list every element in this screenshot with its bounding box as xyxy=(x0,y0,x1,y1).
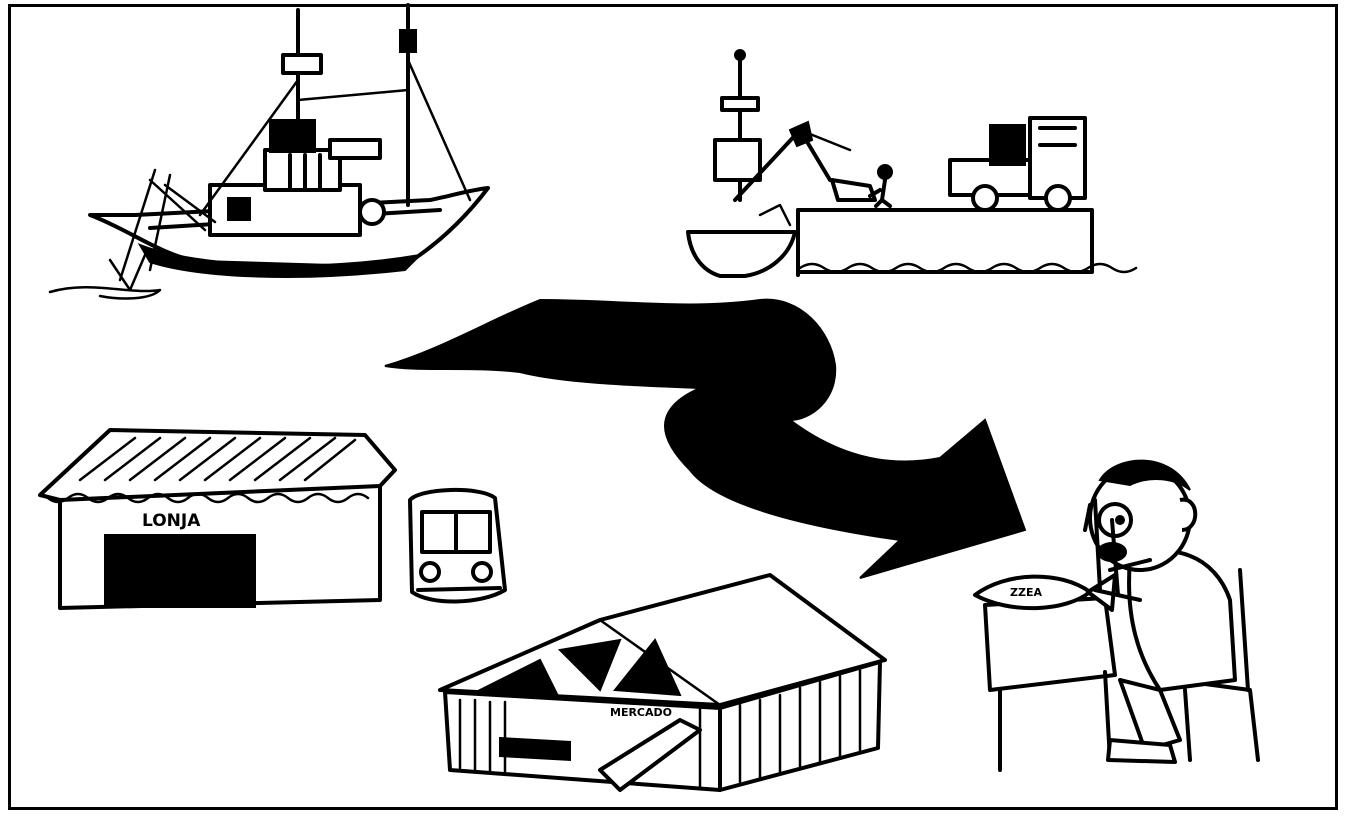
diner-eating-fish-icon: ZZEA xyxy=(973,459,1260,772)
unloading-dock-icon xyxy=(686,49,1138,278)
flow-arrow-icon xyxy=(384,298,1027,579)
fish-market-sign: LONJA xyxy=(142,511,201,531)
market-hall-sign: MERCADO xyxy=(610,706,672,719)
fishing-trawler-icon xyxy=(48,3,490,300)
fish-market-building-icon: LONJA xyxy=(38,428,397,610)
delivery-truck-icon xyxy=(408,488,507,604)
plate-marks: ZZEA xyxy=(1010,586,1042,599)
market-hall-icon: MERCADO xyxy=(438,573,887,792)
